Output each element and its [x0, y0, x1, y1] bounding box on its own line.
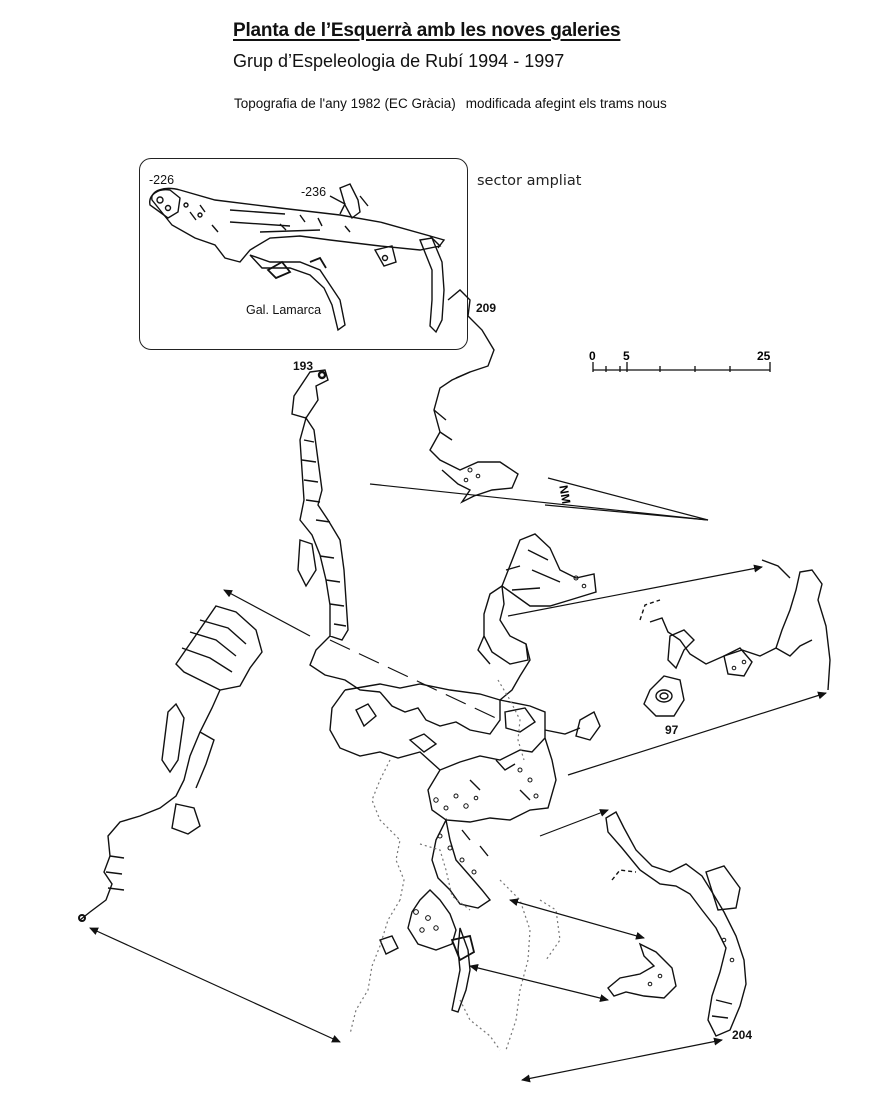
scale-label-0: 0 [589, 349, 596, 363]
old-survey-dotted [349, 679, 561, 1051]
gallery-lamarca-label: Gal. Lamarca [246, 303, 322, 317]
cave-branch-193 [291, 369, 381, 693]
inset-frame [139, 158, 468, 350]
station-97-label: 97 [665, 723, 679, 737]
depth-label-236: -236 [301, 185, 327, 199]
scale-label-5: 5 [623, 349, 630, 363]
survey-note: Topografia de l'any 1982 (EC Gràcia) modi… [234, 96, 667, 111]
sector-caption: sector ampliat [477, 173, 582, 189]
station-204-label: 204 [732, 1028, 753, 1042]
cave-branch-lower-right [607, 942, 677, 999]
formation-dots [413, 467, 747, 987]
scale-label-25: 25 [757, 349, 771, 363]
connection-lines [89, 564, 827, 1083]
station-193-label: 193 [293, 359, 314, 373]
cave-branch-209 [429, 289, 597, 701]
inset-cave-drawing [149, 183, 446, 334]
scale-bar [592, 362, 771, 372]
cave-branch-left-lower [78, 605, 263, 922]
survey-note-part2: modificada afegint els trams nous [465, 96, 667, 111]
depth-label-226: -226 [149, 173, 175, 187]
map-title: Planta de l’Esquerrà amb les noves galer… [233, 20, 621, 41]
map-subtitle: Grup d’Espeleologia de Rubí 1994 - 1997 [233, 51, 565, 71]
station-209-label: 209 [476, 301, 497, 315]
survey-note-part1: Topografia de l'any 1982 (EC Gràcia) [234, 96, 456, 111]
cave-central-system [329, 683, 601, 1013]
north-label: NM [556, 484, 573, 505]
north-arrow [369, 477, 709, 521]
cave-branch-97 [639, 559, 831, 717]
cave-branch-204 [605, 811, 747, 1037]
